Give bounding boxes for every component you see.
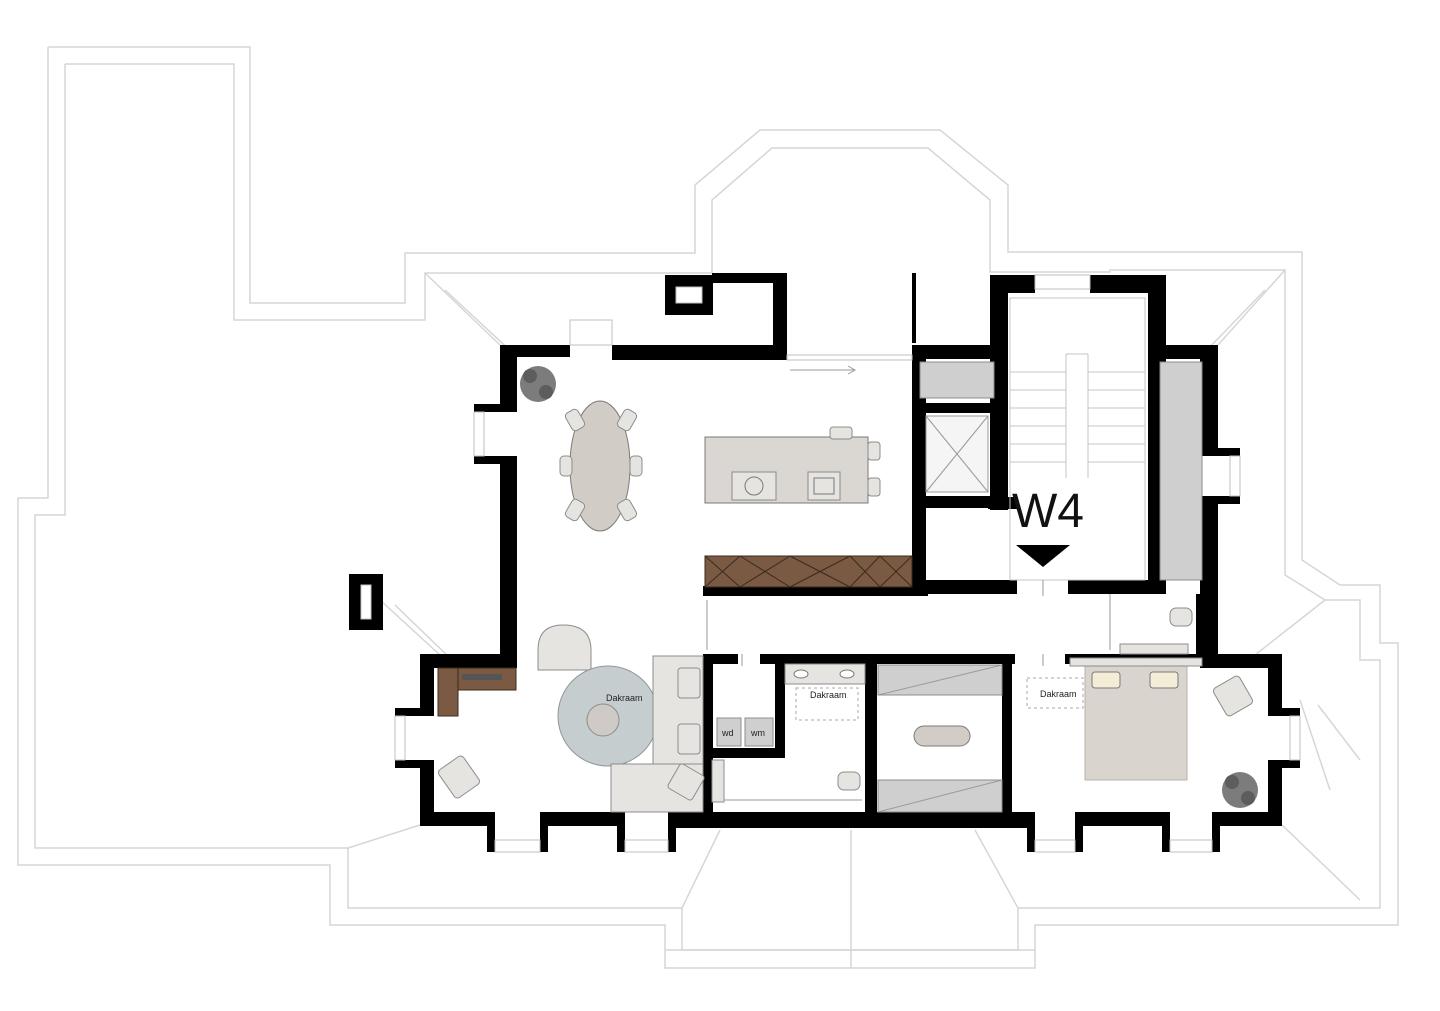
plant-bedroom xyxy=(1222,772,1258,808)
living-skylight: Dakraam xyxy=(606,693,643,703)
dryer-label: wd xyxy=(721,728,734,738)
chimney-shafts xyxy=(349,574,383,630)
roof-outline xyxy=(17,46,1399,969)
tv-cabinet xyxy=(437,667,517,717)
unit-label: W4 xyxy=(1012,485,1084,538)
dressing-room xyxy=(877,664,1003,813)
bedroom: Dakraam xyxy=(1026,657,1258,808)
dining-set xyxy=(559,400,643,532)
windows xyxy=(394,274,1301,853)
kitchen-island xyxy=(704,426,881,504)
washer-label: wm xyxy=(750,728,765,738)
armchair-left xyxy=(438,755,480,799)
guest-toilet xyxy=(1119,607,1193,655)
bathroom-skylight-label: Dakraam xyxy=(810,690,847,700)
bedroom-skylight-label: Dakraam xyxy=(1040,689,1077,699)
lounge-armchair xyxy=(537,624,592,671)
kitchen-cabinet xyxy=(704,555,913,588)
stair-and-lift xyxy=(919,297,1203,581)
entrance-arrow-icon xyxy=(1016,545,1070,567)
sofa-living xyxy=(610,655,705,813)
roof-hips xyxy=(347,269,1361,909)
door-hints xyxy=(706,365,1111,666)
walls xyxy=(395,273,1300,852)
plant-topleft xyxy=(520,366,556,402)
unit-marker: W4 xyxy=(1012,485,1084,567)
rug-living xyxy=(557,665,659,767)
bathroom: Dakraam xyxy=(711,663,866,803)
living-skylight-label: Dakraam xyxy=(606,693,643,703)
laundry-area: wd wm xyxy=(716,717,774,747)
